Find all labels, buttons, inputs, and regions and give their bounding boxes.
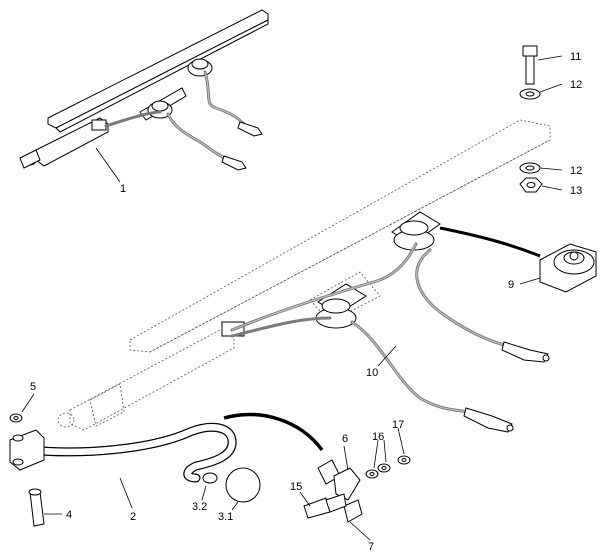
leader-lines bbox=[21, 55, 563, 541]
callout-17: 17 bbox=[392, 419, 404, 431]
callout-13: 13 bbox=[570, 185, 582, 197]
bolt-washer-nut-stack bbox=[519, 45, 543, 193]
callout-9: 9 bbox=[508, 279, 514, 291]
callout-15: 15 bbox=[290, 481, 302, 493]
callout-6: 6 bbox=[342, 433, 348, 445]
callout-12-top: 12 bbox=[570, 79, 582, 91]
callout-1: 1 bbox=[120, 183, 126, 195]
frame-switches-and-harness bbox=[221, 211, 550, 433]
part-9-switch bbox=[539, 243, 597, 293]
callout-2: 2 bbox=[130, 511, 136, 523]
main-frame-outline bbox=[57, 119, 551, 431]
callout-labels: 1 2 3.1 3.2 4 5 6 7 9 10 11 12 12 13 15 … bbox=[30, 51, 582, 553]
callout-11: 11 bbox=[570, 51, 581, 63]
callout-7: 7 bbox=[368, 541, 374, 553]
upper-steering-arm-assembly bbox=[19, 9, 269, 171]
callout-4: 4 bbox=[66, 509, 72, 521]
callout-3-2: 3.2 bbox=[192, 501, 207, 513]
callout-10: 10 bbox=[366, 367, 378, 379]
callout-3-1: 3.1 bbox=[218, 511, 233, 523]
callout-16: 16 bbox=[372, 431, 384, 443]
clip-hardware bbox=[303, 455, 411, 523]
rod-assembly bbox=[9, 412, 324, 527]
callout-5: 5 bbox=[30, 381, 36, 393]
callout-12-bottom: 12 bbox=[570, 165, 582, 177]
